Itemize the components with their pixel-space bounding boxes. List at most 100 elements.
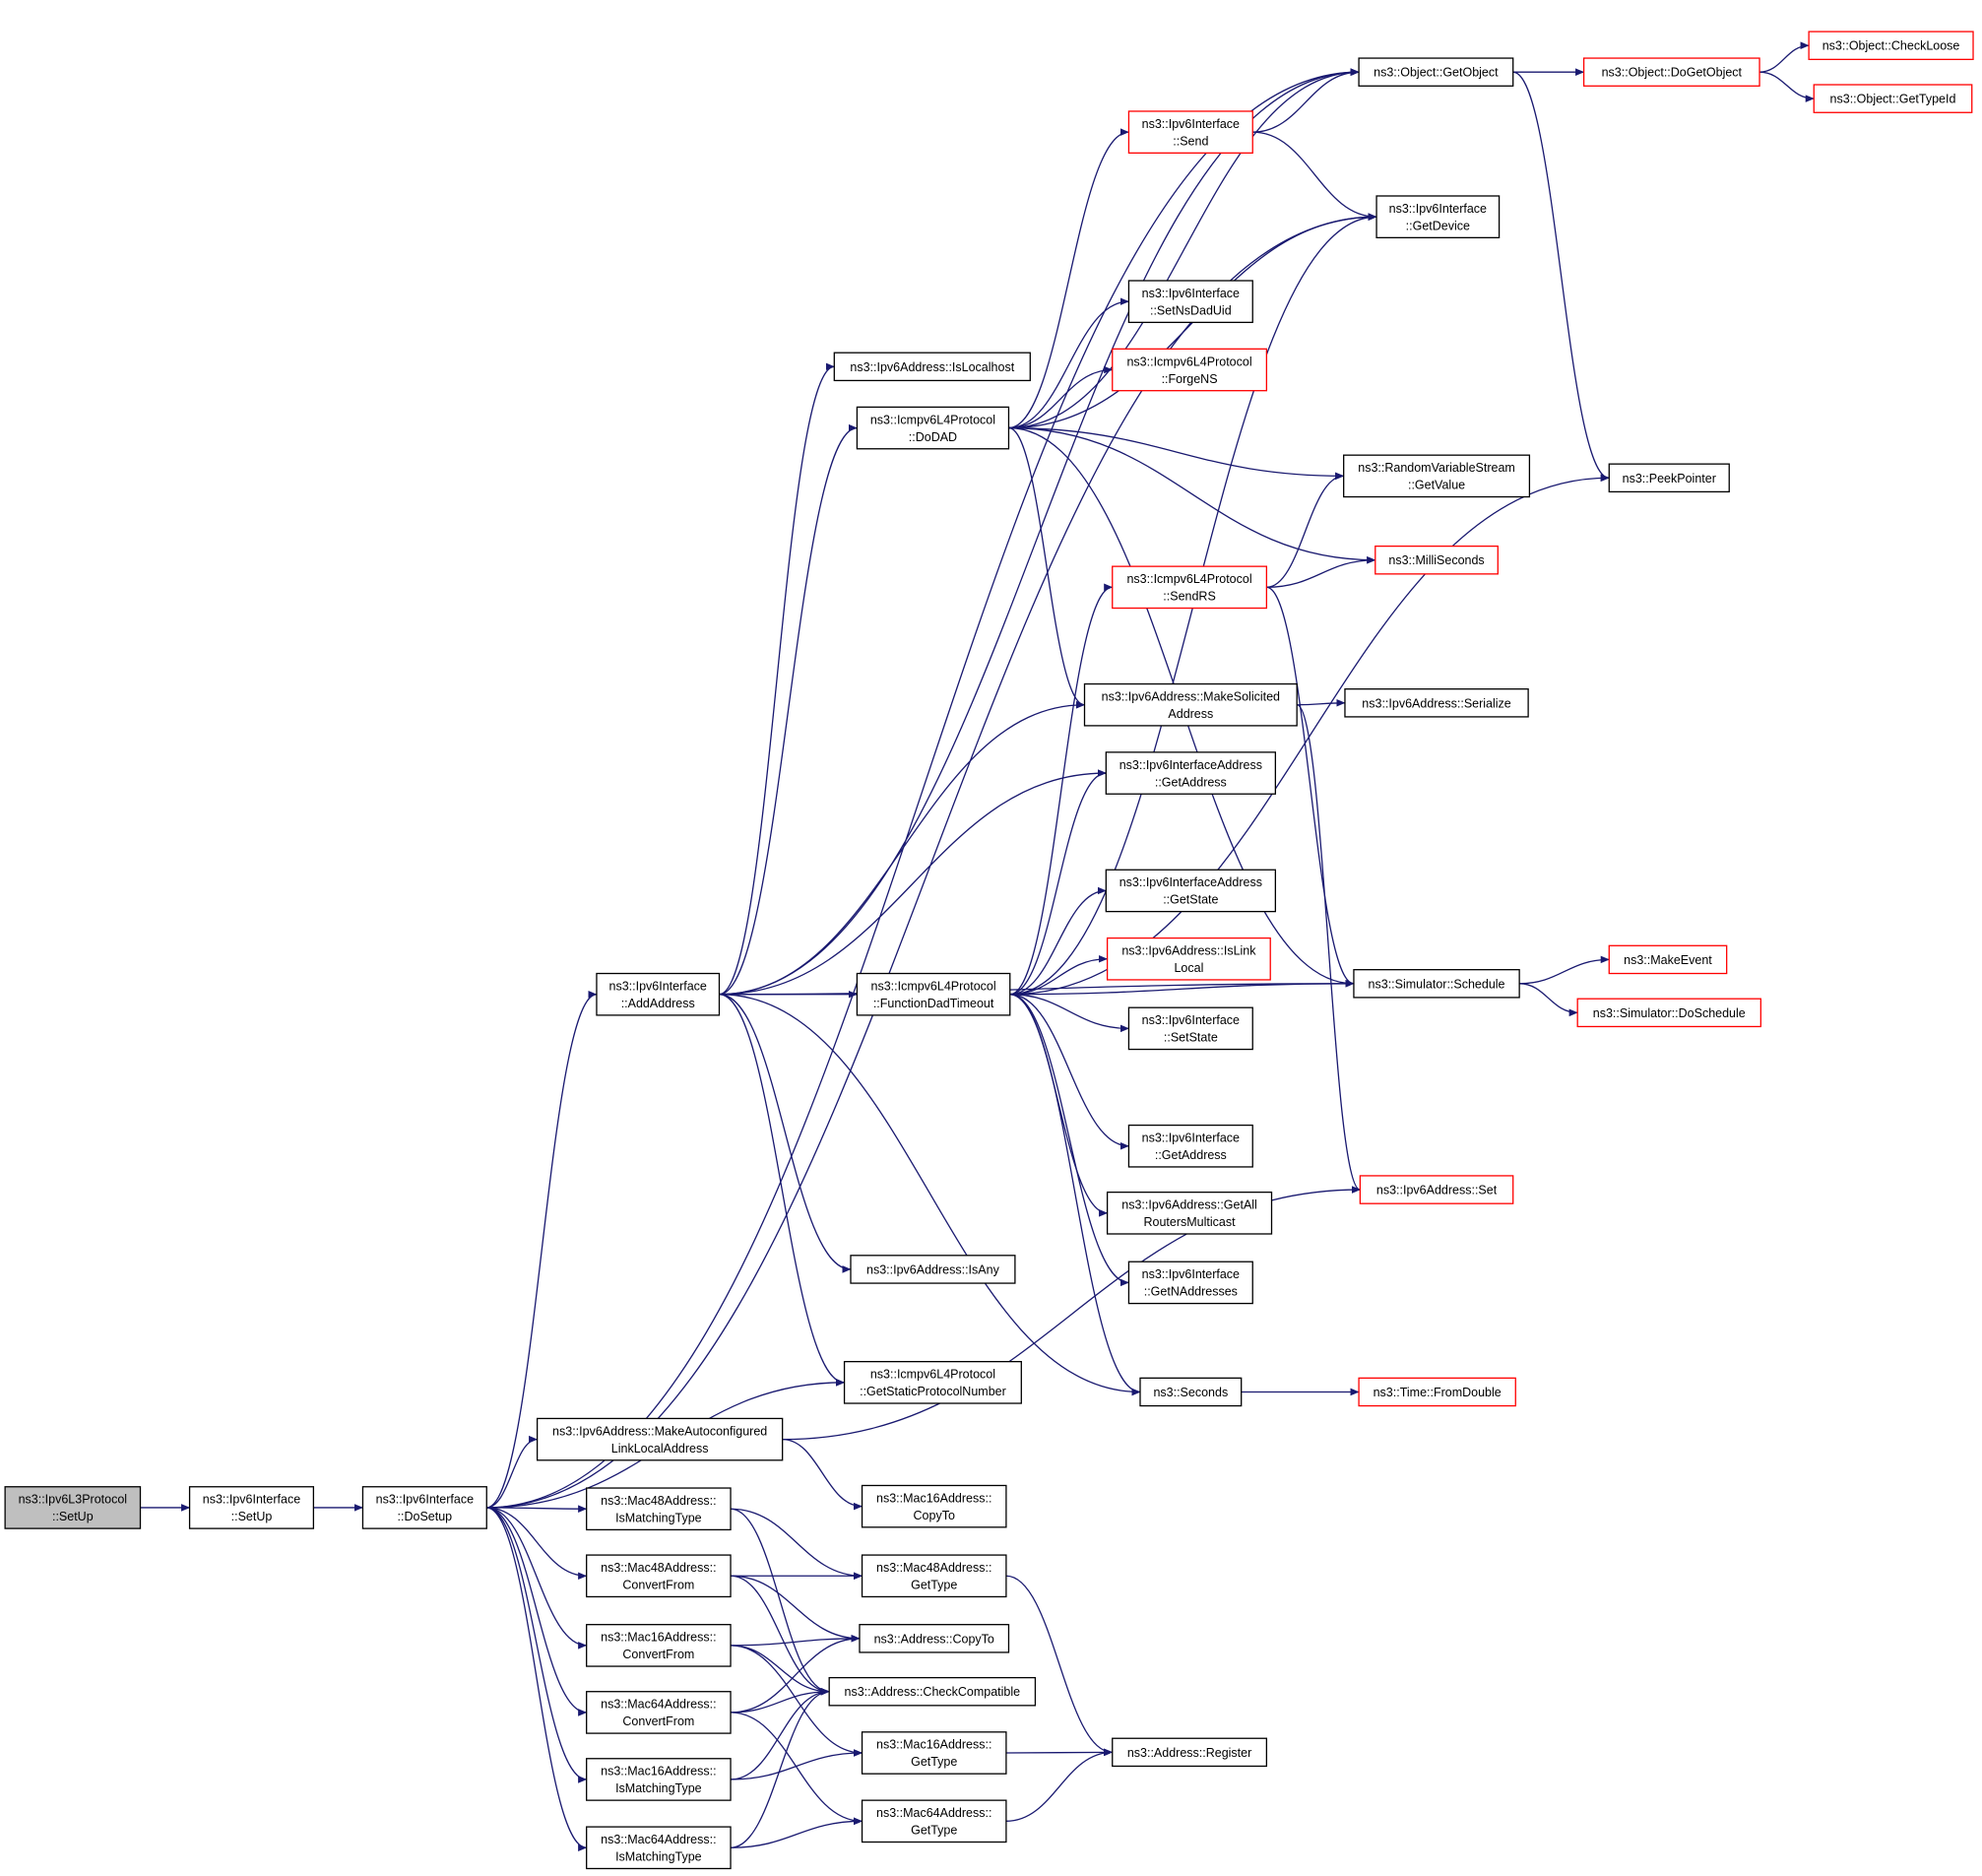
node-addrcopyto[interactable]: ns3::Address::CopyTo — [859, 1624, 1010, 1653]
node-makeevent[interactable]: ns3::MakeEvent — [1608, 944, 1728, 975]
node-label-line: ConvertFrom — [622, 1579, 694, 1592]
node-rvsgetvalue[interactable]: ns3::RandomVariableStream::GetValue — [1343, 454, 1531, 498]
node-m64convert[interactable]: ns3::Mac64Address::ConvertFrom — [586, 1691, 732, 1734]
node-label-line: ns3::Mac48Address:: — [876, 1561, 991, 1575]
node-ipv6set[interactable]: ns3::Ipv6Address::Set — [1359, 1175, 1514, 1204]
node-label-line: ::GetAddress — [1155, 775, 1227, 789]
node-label-line: ns3::Ipv6Interface — [203, 1493, 300, 1507]
node-dogetobject[interactable]: ns3::Object::DoGetObject — [1582, 57, 1760, 87]
node-gettypeid[interactable]: ns3::Object::GetTypeId — [1813, 84, 1973, 113]
edge-addaddress-to-islocalhost — [719, 362, 835, 996]
node-label-line: ::SendRS — [1163, 590, 1216, 604]
node-islocalhost[interactable]: ns3::Ipv6Address::IsLocalhost — [833, 352, 1031, 382]
node-peekpointer[interactable]: ns3::PeekPointer — [1608, 463, 1730, 493]
node-checkcompat[interactable]: ns3::Address::CheckCompatible — [828, 1676, 1037, 1707]
edge-path — [1008, 426, 1085, 709]
node-iaaddrgetstate[interactable]: ns3::Ipv6InterfaceAddress::GetState — [1105, 869, 1277, 913]
edge-path — [1512, 71, 1610, 482]
node-getstaticproto[interactable]: ns3::Icmpv6L4Protocol::GetStaticProtocol… — [843, 1361, 1022, 1404]
node-m16copyto[interactable]: ns3::Mac16Address::CopyTo — [861, 1484, 1007, 1528]
node-label-line: ::SetUp — [231, 1510, 273, 1523]
node-getnaddresses[interactable]: ns3::Ipv6Interface::GetNAddresses — [1127, 1261, 1253, 1305]
node-label-line: ns3::RandomVariableStream — [1358, 461, 1515, 475]
node-label-line: ns3::Icmpv6L4Protocol — [1126, 355, 1251, 368]
edge-addaddress-to-dodad — [719, 423, 858, 996]
node-label-line: ns3::Ipv6Interface — [376, 1493, 474, 1507]
edge-m48ismatching-to-checkcompat — [731, 1508, 830, 1696]
edge-dodad-to-makesolicited — [1008, 426, 1085, 709]
node-m48convert[interactable]: ns3::Mac48Address::ConvertFrom — [586, 1554, 732, 1598]
node-fdadtimeout[interactable]: ns3::Icmpv6L4Protocol::FunctionDadTimeou… — [856, 972, 1011, 1016]
node-label-line: ns3::Mac16Address:: — [601, 1765, 716, 1779]
node-label-line: ns3::Ipv6InterfaceAddress — [1119, 875, 1262, 889]
edge-fdadtimeout-to-iaaddrgetaddress — [1009, 769, 1107, 996]
edge-path — [1005, 1575, 1114, 1757]
node-label-line: ::GetValue — [1408, 479, 1465, 492]
edge-dosetup-to-addaddress — [486, 991, 598, 1509]
node-box — [1127, 110, 1253, 154]
node-milliseconds[interactable]: ns3::MilliSeconds — [1375, 545, 1499, 575]
node-box — [4, 1486, 142, 1529]
node-serialize[interactable]: ns3::Ipv6Address::Serialize — [1344, 688, 1529, 718]
edge-path — [1008, 128, 1129, 429]
node-label-line: ns3::Icmpv6L4Protocol — [1126, 572, 1251, 586]
edge-dodad-to-getobject — [1008, 68, 1360, 429]
node-getdevice[interactable]: ns3::Ipv6Interface::GetDevice — [1375, 195, 1501, 239]
node-send[interactable]: ns3::Ipv6Interface::Send — [1127, 110, 1253, 154]
edge-makesolicited-to-serialize — [1297, 699, 1346, 707]
node-label-line: ::AddAddress — [621, 997, 695, 1010]
node-box — [536, 1417, 784, 1461]
edge-dodad-to-rvsgetvalue — [1008, 426, 1345, 481]
node-addaddress[interactable]: ns3::Ipv6Interface::AddAddress — [596, 972, 721, 1016]
node-m64ismatching[interactable]: ns3::Mac64Address::IsMatchingType — [586, 1826, 732, 1870]
node-setup[interactable]: ns3::Ipv6Interface::SetUp — [188, 1486, 315, 1529]
node-label-line: ns3::Object::GetTypeId — [1830, 93, 1956, 106]
edge-path — [1759, 71, 1815, 102]
node-label-line: ns3::MilliSeconds — [1388, 553, 1484, 567]
node-ifgetaddress[interactable]: ns3::Ipv6Interface::GetAddress — [1127, 1124, 1253, 1168]
node-m64gettype[interactable]: ns3::Mac64Address::GetType — [861, 1799, 1007, 1844]
edge-dodad-to-setnsdaduid — [1008, 297, 1129, 429]
node-l3setup[interactable]: ns3::Ipv6L3Protocol::SetUp — [4, 1486, 142, 1529]
node-setstate[interactable]: ns3::Ipv6Interface::SetState — [1127, 1006, 1253, 1051]
node-label-line: RoutersMulticast — [1144, 1215, 1237, 1229]
node-setnsdaduid[interactable]: ns3::Ipv6Interface::SetNsDadUid — [1127, 280, 1253, 324]
node-dosetup[interactable]: ns3::Ipv6Interface::DoSetup — [361, 1486, 487, 1529]
node-isany[interactable]: ns3::Ipv6Address::IsAny — [850, 1255, 1016, 1284]
edge-path — [731, 1687, 830, 1848]
node-m16ismatching[interactable]: ns3::Mac16Address::IsMatchingType — [586, 1758, 732, 1801]
node-doschedule[interactable]: ns3::Simulator::DoSchedule — [1576, 998, 1761, 1028]
node-label-line: ns3::PeekPointer — [1623, 472, 1716, 485]
node-fromdouble[interactable]: ns3::Time::FromDouble — [1358, 1377, 1516, 1407]
node-schedule[interactable]: ns3::Simulator::Schedule — [1353, 969, 1520, 999]
node-box — [1608, 944, 1728, 975]
node-label-line: GetType — [911, 1579, 957, 1592]
node-getobject[interactable]: ns3::Object::GetObject — [1358, 57, 1514, 87]
edge-path — [1009, 474, 1610, 996]
edge-dodad-to-milliseconds — [1008, 426, 1376, 564]
node-forgens[interactable]: ns3::Icmpv6L4Protocol::ForgeNS — [1112, 348, 1268, 392]
node-m16convert[interactable]: ns3::Mac16Address::ConvertFrom — [586, 1624, 732, 1667]
node-m48gettype[interactable]: ns3::Mac48Address::GetType — [861, 1554, 1007, 1598]
node-checkloose[interactable]: ns3::Object::CheckLoose — [1808, 31, 1974, 60]
edge-path — [1009, 994, 1129, 1033]
edge-path — [782, 1438, 863, 1511]
edge-m48gettype-to-register — [1005, 1575, 1114, 1757]
node-seconds[interactable]: ns3::Seconds — [1139, 1377, 1243, 1407]
edge-path — [486, 1435, 539, 1509]
edge-dosetup-to-m48ismatching — [486, 1505, 588, 1513]
node-m48ismatching[interactable]: ns3::Mac48Address::IsMatchingType — [586, 1487, 732, 1531]
edge-m16convert-to-addrcopyto — [731, 1635, 861, 1647]
node-sendrs[interactable]: ns3::Icmpv6L4Protocol::SendRS — [1112, 565, 1268, 610]
node-makeautoll[interactable]: ns3::Ipv6Address::MakeAutoconfiguredLink… — [536, 1417, 784, 1461]
node-m16gettype[interactable]: ns3::Mac16Address::GetType — [861, 1731, 1007, 1775]
edge-fdadtimeout-to-peekpointer — [1009, 474, 1610, 996]
node-box — [1106, 937, 1271, 981]
node-dodad[interactable]: ns3::Icmpv6L4Protocol::DoDAD — [856, 406, 1010, 450]
node-iaaddrgetaddress[interactable]: ns3::Ipv6InterfaceAddress::GetAddress — [1105, 751, 1277, 795]
node-register[interactable]: ns3::Address::Register — [1112, 1737, 1268, 1768]
edge-addaddress-to-iaaddrgetaddress — [719, 769, 1107, 996]
